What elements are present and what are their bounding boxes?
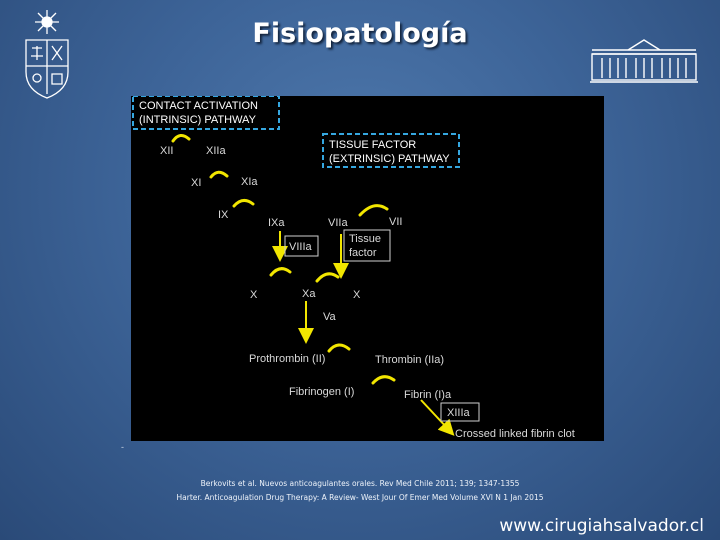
arc-ix: [232, 199, 255, 208]
tissue-factor-line2: factor: [349, 247, 377, 259]
arrow-fibrin-clot: [420, 399, 455, 436]
arc-x-intrinsic: [269, 267, 292, 277]
tissue-factor-line1: Tissue: [349, 233, 381, 245]
arc-prothrombin: [327, 343, 351, 353]
fibrin-label: Fibrin (I)a: [404, 389, 452, 401]
extrinsic-pathway-label-line2: (EXTRINSIC) PATHWAY: [329, 153, 450, 165]
arc-xii: [171, 134, 191, 143]
factor-xiiia: XIIIa: [447, 407, 471, 419]
reference-2: Harter. Anticoagulation Drug Therapy: A …: [176, 493, 544, 502]
factor-x-right: X: [353, 289, 361, 301]
coagulation-cascade-diagram: CONTACT ACTIVATION (INTRINSIC) PATHWAY T…: [131, 96, 604, 441]
viiia-box: [284, 235, 319, 257]
hospital-building-icon: [588, 36, 700, 84]
xiiia-box: [440, 402, 480, 422]
thrombin-label: Thrombin (IIa): [375, 354, 444, 366]
stray-mark: -: [121, 442, 124, 452]
intrinsic-pathway-label-line1: CONTACT ACTIVATION: [139, 100, 258, 112]
cascade-canvas: CONTACT ACTIVATION (INTRINSIC) PATHWAY T…: [132, 96, 575, 440]
factor-vii: VII: [389, 216, 402, 228]
slide-title: Fisiopatología: [252, 18, 468, 49]
prothrombin-label: Prothrombin (II): [249, 353, 325, 365]
intrinsic-pathway-box: [132, 96, 280, 130]
factor-xii: XII: [160, 145, 173, 157]
intrinsic-pathway-label-line2: (INTRINSIC) PATHWAY: [139, 114, 257, 126]
factor-xa: Xa: [302, 288, 316, 300]
factor-viiia: VIIIa: [289, 241, 313, 253]
reference-1: Berkovits et al. Nuevos anticoagulantes …: [200, 479, 520, 488]
university-crest-icon: [18, 8, 76, 100]
factor-ixa: IXa: [268, 217, 285, 229]
factor-xiia: XIIa: [206, 145, 226, 157]
tissue-factor-box: [343, 229, 391, 262]
extrinsic-pathway-box: [322, 133, 460, 168]
factor-x-left: X: [250, 289, 258, 301]
factor-xia: XIa: [241, 176, 258, 188]
fibrinogen-label: Fibrinogen (I): [289, 386, 354, 398]
arc-x-extrinsic: [315, 272, 340, 283]
factor-viia: VIIa: [328, 217, 348, 229]
arc-vii: [358, 204, 389, 217]
arc-fibrinogen: [371, 375, 396, 385]
factor-va: Va: [323, 311, 337, 323]
fibrin-clot-label: Crossed linked fibrin clot: [455, 428, 575, 440]
factor-ix: IX: [218, 209, 229, 221]
arc-xi: [209, 170, 229, 179]
factor-xi: XI: [191, 177, 201, 189]
extrinsic-pathway-label-line1: TISSUE FACTOR: [329, 139, 416, 151]
website-link[interactable]: www.cirugiahsalvador.cl: [499, 516, 704, 536]
